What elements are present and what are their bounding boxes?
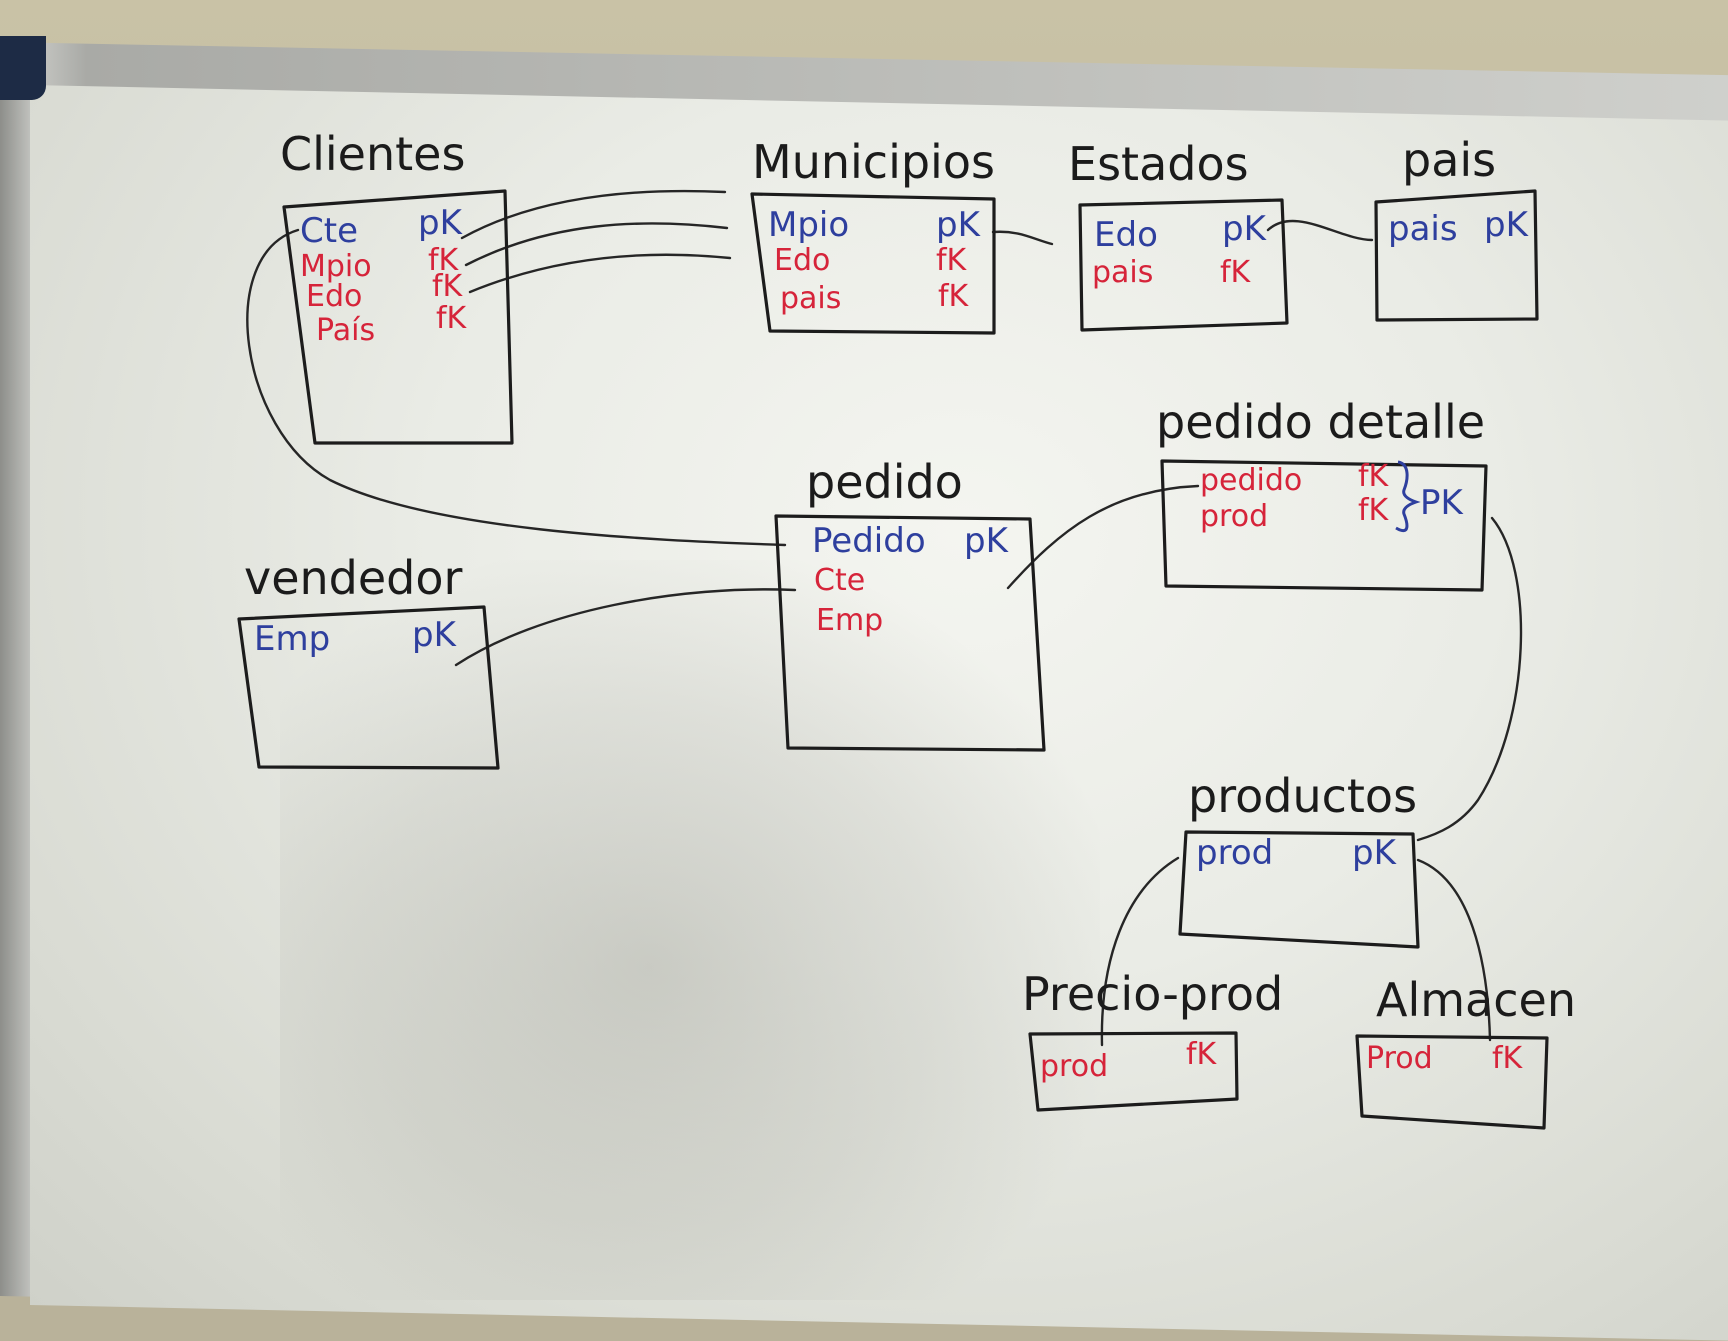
- key-label: pK: [1352, 833, 1398, 873]
- table-pedido: pedido Pedido pK Cte Emp: [806, 455, 1010, 638]
- table-municipios: Municipios Mpio pK Edo fK pais fK: [752, 135, 995, 316]
- field-name: pedido: [1200, 463, 1302, 498]
- table-title: Municipios: [752, 135, 995, 189]
- line-productos-almacen: [1416, 858, 1492, 1042]
- table-title: Clientes: [280, 127, 465, 181]
- line-productos-precio: [1100, 856, 1180, 1047]
- table-pais: pais pais pK: [1388, 133, 1530, 249]
- key-label: pK: [964, 521, 1010, 561]
- field-name: Prod: [1366, 1041, 1433, 1076]
- field-name: Edo: [774, 243, 830, 278]
- table-estados: Estados Edo pK pais fK: [1068, 137, 1268, 290]
- table-precio-prod: Precio-prod prod fK: [1022, 967, 1283, 1084]
- table-title: Estados: [1068, 137, 1249, 191]
- box-estados: [1078, 198, 1289, 332]
- field-name: Emp: [254, 619, 330, 659]
- table-title: pais: [1402, 133, 1496, 187]
- line-estados-pais: [1266, 219, 1374, 242]
- key-label: fK: [936, 243, 968, 278]
- table-title: Precio-prod: [1022, 967, 1283, 1021]
- line-vendedor-pedido: [454, 588, 797, 667]
- box-almacen: [1355, 1034, 1549, 1130]
- er-diagram: Clientes Cte pK Mpio fK Edo fK País fK M…: [237, 127, 1576, 1130]
- key-label: fK: [428, 243, 460, 278]
- table-title: productos: [1188, 769, 1417, 823]
- box-clientes: [282, 189, 514, 445]
- line-clientes-municipios-3: [468, 253, 732, 294]
- box-municipios: [750, 192, 996, 335]
- shadow-overlay: [280, 560, 1100, 1300]
- key-label: fK: [1186, 1037, 1218, 1072]
- table-pedido-detalle: pedido detalle pedido fK prod fK PK: [1156, 395, 1485, 534]
- table-title: vendedor: [244, 551, 463, 605]
- line-clientes-municipios-1: [460, 189, 727, 240]
- key-label: fK: [1358, 493, 1390, 528]
- box-pais: [1374, 189, 1539, 322]
- field-name: Cte: [300, 211, 358, 251]
- table-title: pedido: [806, 455, 963, 509]
- field-name: Cte: [814, 563, 865, 598]
- key-label: fK: [1220, 255, 1252, 290]
- box-vendedor: [237, 605, 500, 770]
- field-name: Pedido: [812, 521, 926, 561]
- field-name: Edo: [306, 279, 362, 314]
- key-label: fK: [938, 279, 970, 314]
- key-label: pK: [936, 205, 982, 245]
- field-name: Mpio: [768, 205, 849, 245]
- field-name: pais: [1092, 255, 1153, 290]
- box-pedido: [774, 514, 1046, 752]
- field-name: pais: [1388, 209, 1458, 249]
- field-name: prod: [1200, 499, 1268, 534]
- field-name: prod: [1040, 1049, 1108, 1084]
- table-clientes: Clientes Cte pK Mpio fK Edo fK País fK: [280, 127, 468, 348]
- key-label: pK: [418, 203, 464, 243]
- line-clientes-municipios-2: [464, 222, 729, 267]
- key-label: pK: [412, 615, 458, 655]
- key-label: fK: [1358, 459, 1390, 494]
- field-name: Mpio: [300, 249, 372, 284]
- table-vendedor: vendedor Emp pK: [244, 551, 463, 659]
- key-label: fK: [1492, 1041, 1524, 1076]
- field-name: pais: [780, 281, 841, 316]
- table-almacen: Almacen Prod fK: [1366, 973, 1576, 1076]
- table-productos: productos prod pK: [1188, 769, 1417, 873]
- key-label: pK: [1222, 209, 1268, 249]
- box-pedido-detalle: [1160, 459, 1488, 592]
- field-name: prod: [1196, 833, 1273, 873]
- table-outlines: [237, 189, 1549, 1130]
- field-name: Edo: [1094, 215, 1158, 255]
- line-pedidodetalle-productos: [1416, 516, 1523, 842]
- magnet-icon: [0, 36, 46, 100]
- key-label: pK: [1484, 205, 1530, 245]
- field-name: Emp: [816, 603, 883, 638]
- box-precio-prod: [1028, 1031, 1239, 1112]
- box-productos: [1178, 830, 1420, 949]
- table-title: pedido detalle: [1156, 395, 1485, 449]
- table-title: Almacen: [1376, 973, 1576, 1027]
- composite-key-label: PK: [1420, 483, 1465, 523]
- key-label: fK: [436, 301, 468, 336]
- line-municipios-estados: [991, 230, 1054, 246]
- brace-icon: [1395, 460, 1421, 533]
- field-name: País: [316, 313, 375, 348]
- line-clientes-pedido: [246, 228, 787, 547]
- line-pedido-pedidodetalle: [1006, 484, 1200, 590]
- key-label: fK: [432, 269, 464, 304]
- relationship-lines: [246, 189, 1523, 1047]
